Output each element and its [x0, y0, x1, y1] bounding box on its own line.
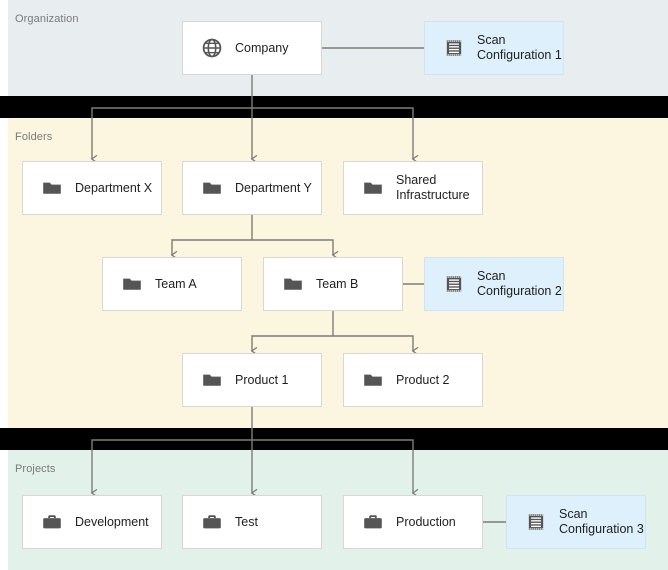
node-development[interactable]: Development: [22, 495, 162, 549]
node-department-x[interactable]: Department X: [22, 161, 162, 215]
node-label-team-b: Team B: [316, 276, 359, 291]
folder-icon: [43, 182, 61, 194]
folder-icon: [203, 182, 221, 194]
node-label-shared-infrastructure: Shared Infrastructure: [396, 173, 470, 202]
node-label-production: Production: [396, 514, 456, 529]
section-separator-band-upper: [0, 96, 668, 118]
node-label-product-1: Product 1: [235, 372, 289, 387]
node-label-company: Company: [235, 40, 289, 55]
node-label-test: Test: [235, 514, 258, 529]
briefcase-icon: [364, 515, 382, 529]
node-label-team-a: Team A: [155, 276, 197, 291]
scan-config-icon: [446, 40, 462, 56]
node-test[interactable]: Test: [182, 495, 322, 549]
folder-icon: [203, 374, 221, 386]
node-label-department-x: Department X: [75, 180, 153, 195]
node-team-a[interactable]: Team A: [102, 257, 242, 311]
folder-icon: [364, 182, 382, 194]
zone-organization: Organization: [8, 0, 668, 96]
scan-config-icon: [528, 514, 544, 530]
briefcase-icon: [43, 515, 61, 529]
section-separator-band-lower: [0, 428, 668, 450]
zone-label-organization: Organization: [15, 13, 79, 25]
globe-icon: [202, 38, 222, 58]
node-product-2[interactable]: Product 2: [343, 353, 483, 407]
node-label-development: Development: [75, 514, 149, 529]
node-label-department-y: Department Y: [235, 180, 312, 195]
folder-icon: [123, 278, 141, 290]
node-scan-config-3[interactable]: Scan Configuration 3: [506, 495, 646, 549]
node-product-1[interactable]: Product 1: [182, 353, 322, 407]
folder-icon: [284, 278, 302, 290]
node-scan-config-2[interactable]: Scan Configuration 2: [424, 257, 564, 311]
node-shared-infrastructure[interactable]: Shared Infrastructure: [343, 161, 483, 215]
node-label-scan-config-3: Scan Configuration 3: [559, 507, 644, 536]
scan-config-icon: [446, 276, 462, 292]
zone-label-folders: Folders: [15, 131, 53, 143]
node-label-scan-config-1: Scan Configuration 1: [477, 33, 562, 62]
node-production[interactable]: Production: [343, 495, 483, 549]
folder-icon: [364, 374, 382, 386]
zone-label-projects: Projects: [15, 463, 56, 475]
node-label-scan-config-2: Scan Configuration 2: [477, 269, 562, 298]
node-company[interactable]: Company: [182, 21, 322, 75]
node-department-y[interactable]: Department Y: [182, 161, 322, 215]
node-scan-config-1[interactable]: Scan Configuration 1: [424, 21, 564, 75]
node-label-product-2: Product 2: [396, 372, 450, 387]
briefcase-icon: [203, 515, 221, 529]
node-team-b[interactable]: Team B: [263, 257, 403, 311]
